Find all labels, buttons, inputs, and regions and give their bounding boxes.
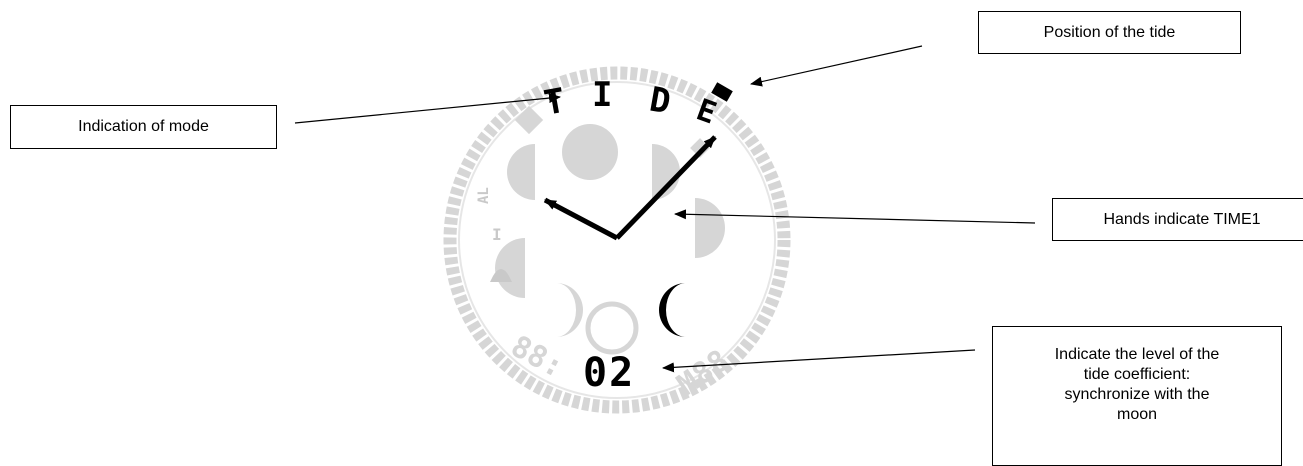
ghost-digits-left: 88:	[505, 329, 569, 385]
callout-coefficient-line: tide coefficient:	[1055, 365, 1220, 385]
callout-coefficient-line: synchronize with the	[1055, 385, 1220, 405]
half-moon-icon	[695, 198, 725, 258]
callout-mode: Indication of mode	[10, 105, 277, 149]
crescent-moon-icon	[659, 283, 686, 337]
half-moon-icon	[495, 238, 525, 298]
arrow-tide	[751, 46, 922, 84]
callout-coefficient: Indicate the level of the tide coefficie…	[992, 326, 1282, 466]
callout-coefficient-line: Indicate the level of the	[1055, 345, 1220, 365]
indicator-mark: I	[492, 225, 502, 244]
half-moon-icon	[652, 144, 680, 200]
moon-phase-ring	[495, 124, 725, 352]
hour-hand	[545, 200, 617, 238]
arrow-hands	[675, 214, 1035, 223]
callout-tide-label: Position of the tide	[1044, 23, 1176, 43]
callout-tide-position: Position of the tide	[978, 11, 1241, 54]
mode-char-i: I	[592, 75, 612, 115]
callout-hands: Hands indicate TIME1	[1052, 198, 1303, 241]
callout-hands-label: Hands indicate TIME1	[1103, 210, 1260, 230]
full-moon-icon	[562, 124, 618, 180]
half-moon-icon	[507, 144, 535, 200]
coefficient-value: 02	[583, 350, 635, 396]
alarm-mark: AL	[476, 187, 492, 204]
new-moon-icon	[588, 304, 636, 352]
callout-mode-label: Indication of mode	[78, 117, 209, 137]
callout-coefficient-line: moon	[1055, 405, 1220, 425]
crescent-moon-icon	[556, 283, 583, 337]
